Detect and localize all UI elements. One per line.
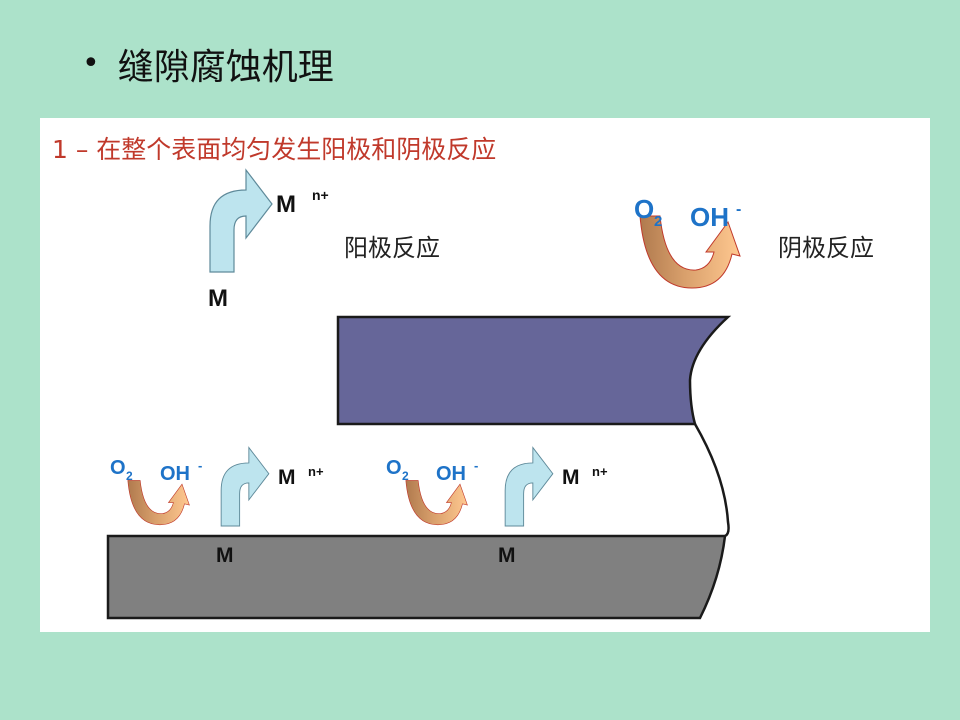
hydroxide-charge-bottom-1: - — [198, 458, 202, 473]
ion-charge-bottom-1: n+ — [308, 464, 324, 479]
metal-ion-bottom-1: M — [278, 466, 296, 489]
anode-arrow-bottom-2 — [504, 447, 554, 527]
oxygen-bottom-1: O — [110, 457, 126, 479]
oxygen-sub-bottom-2: 2 — [402, 469, 409, 483]
cathode-arrow-bottom-2 — [405, 480, 468, 526]
hydroxide-charge-bottom-2: - — [474, 458, 478, 473]
metal-bottom-2: M — [498, 544, 516, 567]
hydroxide-bottom-2: OH — [436, 463, 466, 485]
hydroxide-top: OH — [690, 202, 729, 232]
diagram-panel: 1 – 在整个表面均匀发生阳极和阴极反应 M n+ M 阳极反应 O 2 OH … — [40, 118, 930, 632]
oxygen-sub-top: 2 — [654, 213, 662, 230]
slide-title-row: • 缝隙腐蚀机理 — [82, 38, 334, 90]
hydroxide-bottom-1: OH — [160, 463, 190, 485]
metal-bottom-1: M — [216, 544, 234, 567]
crevice-gap-line — [693, 423, 730, 538]
diagram-heading: 1 – 在整个表面均匀发生阳极和阴极反应 — [52, 135, 496, 164]
ion-charge-top: n+ — [312, 187, 329, 203]
anode-arrow-bottom-1 — [220, 447, 270, 527]
metal-ion-top: M — [276, 191, 296, 218]
ion-charge-bottom-2: n+ — [592, 464, 608, 479]
slide-title: 缝隙腐蚀机理 — [117, 47, 334, 88]
cathode-arrow-bottom-1 — [127, 480, 190, 526]
crevice-former-block — [336, 315, 732, 426]
oxygen-sub-bottom-1: 2 — [126, 469, 133, 483]
metal-ion-bottom-2: M — [562, 466, 580, 489]
anode-label: 阳极反应 — [344, 234, 440, 262]
oxygen-top: O — [634, 194, 654, 224]
crevice-diagram: 1 – 在整个表面均匀发生阳极和阴极反应 M n+ M 阳极反应 O 2 OH … — [52, 135, 874, 620]
metal-base — [106, 534, 727, 620]
anode-arrow-top — [209, 169, 273, 273]
oxygen-bottom-2: O — [386, 457, 402, 479]
hydroxide-charge-top: - — [736, 201, 741, 218]
bullet-point: • — [82, 46, 100, 81]
metal-top: M — [208, 285, 228, 312]
cathode-label: 阴极反应 — [778, 234, 874, 262]
